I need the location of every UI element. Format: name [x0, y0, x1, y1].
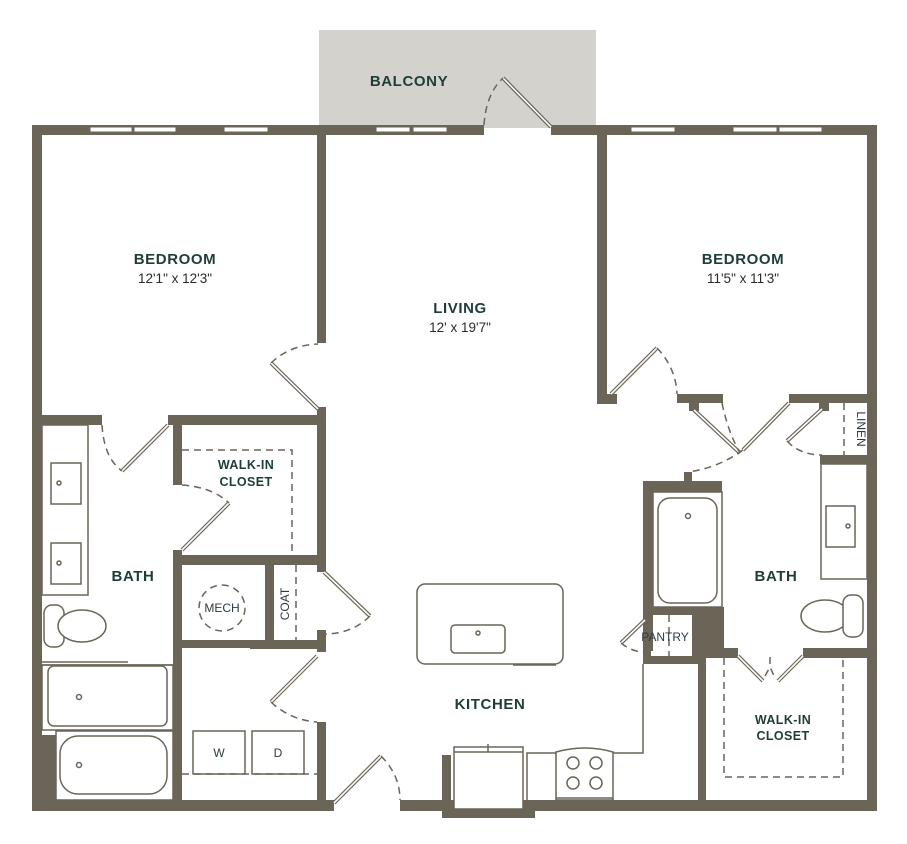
laundry: W D: [182, 730, 317, 775]
sink-icon: [450, 624, 506, 654]
kitchen-label: KITCHEN: [455, 696, 526, 713]
washer-label: W: [213, 746, 225, 760]
linen-closet: LINEN: [843, 403, 868, 455]
doors: [101, 76, 824, 805]
sink-icon: [50, 542, 82, 585]
coat-closet: COAT: [278, 565, 297, 642]
window: [412, 126, 448, 133]
left-walkin-door: [180, 484, 231, 552]
living-label: LIVING: [433, 300, 487, 317]
bathtub-icon: [41, 664, 174, 731]
window: [630, 126, 676, 133]
kitchen: KITCHEN: [416, 583, 644, 810]
bath-left-label: BATH: [112, 568, 155, 585]
linen-label: LINEN: [854, 411, 868, 446]
walkin-closet-left: WALK-IN CLOSET: [182, 449, 293, 555]
balcony-door: [483, 76, 553, 129]
bedroom-right: BEDROOM 11'5" x 11'3": [702, 251, 785, 286]
vanity: [41, 424, 89, 596]
toilet-icon: [43, 604, 107, 648]
toilet-icon: [800, 594, 864, 638]
window: [778, 126, 823, 133]
living-dimensions: 12' x 19'7": [429, 320, 491, 335]
window: [375, 126, 411, 133]
mech-label: MECH: [204, 601, 239, 615]
kitchen-island: [416, 583, 564, 666]
balcony: BALCONY: [319, 30, 596, 128]
bedroom-left: BEDROOM 12'1" x 12'3": [134, 251, 217, 286]
bedroom-left-label: BEDROOM: [134, 251, 217, 268]
window: [133, 126, 177, 133]
pantry-door: [619, 618, 647, 653]
right-bedroom-door: [609, 346, 678, 396]
coat-door: [322, 570, 372, 635]
right-walkin-door: [736, 654, 805, 683]
bedroom-right-dimensions: 11'5" x 11'3": [707, 271, 779, 286]
bathtub-icon: [55, 730, 174, 801]
sink-icon: [825, 505, 856, 548]
bath-right-label: BATH: [755, 568, 798, 585]
walkin-left-label-line2: CLOSET: [219, 475, 272, 489]
walkin-right-label-line2: CLOSET: [756, 729, 809, 743]
windows: [89, 126, 823, 133]
walkin-closet-right: WALK-IN CLOSET: [723, 658, 844, 778]
walkin-right-label-line1: WALK-IN: [755, 713, 811, 727]
laundry-door: [269, 654, 319, 723]
balcony-label: BALCONY: [370, 73, 448, 90]
pantry-label: PANTRY: [641, 630, 689, 644]
interior-walls: [32, 125, 877, 818]
mech-unit-icon: [198, 584, 246, 632]
left-bedroom-door: [269, 343, 320, 411]
window: [223, 126, 269, 133]
dryer-label: D: [274, 746, 283, 760]
right-bath-door: [687, 401, 791, 473]
bathtub-icon: [652, 491, 723, 608]
linen-door: [785, 407, 824, 456]
bedroom-left-dimensions: 12'1" x 12'3": [138, 271, 212, 286]
coat-label: COAT: [278, 587, 292, 620]
entry-door: [332, 754, 401, 805]
walkin-left-label-line1: WALK-IN: [218, 458, 274, 472]
refrigerator-icon: [453, 744, 524, 810]
stove-icon: [555, 747, 614, 801]
bedroom-right-label: BEDROOM: [702, 251, 785, 268]
vanity: [820, 463, 868, 580]
left-bath-door: [101, 423, 170, 473]
mech-room: MECH: [198, 584, 246, 632]
sink-icon: [50, 462, 82, 505]
living: LIVING 12' x 19'7": [429, 300, 491, 335]
balcony-area: [319, 30, 596, 128]
bath-right: BATH: [652, 463, 868, 638]
dryer-icon: D: [251, 730, 305, 775]
window: [89, 126, 133, 133]
bath-left: BATH: [41, 424, 174, 801]
washer-icon: W: [192, 730, 246, 775]
window: [732, 126, 778, 133]
pantry: PANTRY: [641, 615, 689, 656]
